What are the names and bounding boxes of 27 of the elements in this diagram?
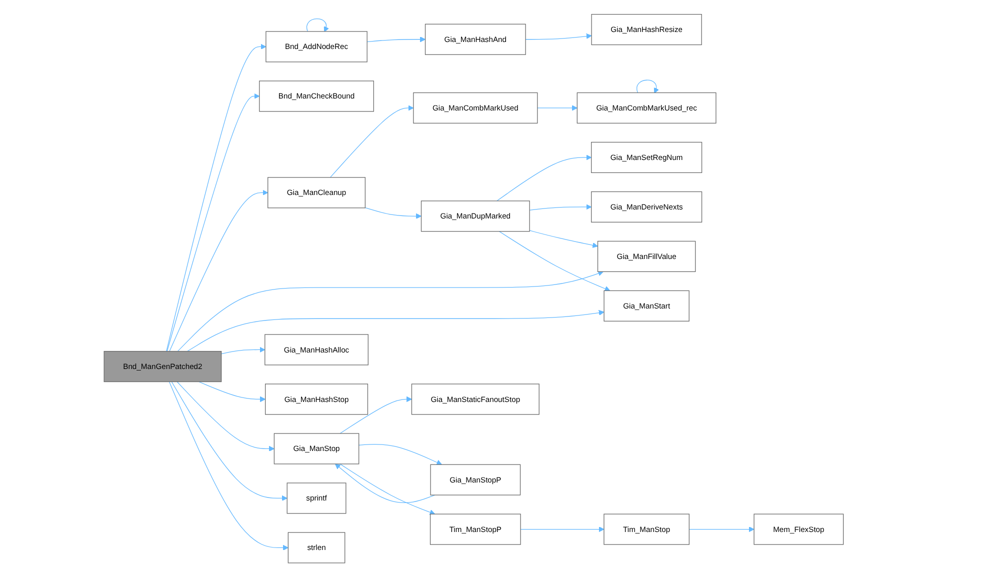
arrow	[529, 230, 598, 248]
arrow	[198, 381, 266, 402]
arrow	[187, 310, 605, 352]
arrow	[335, 464, 436, 503]
arrow	[169, 381, 289, 550]
arrow	[340, 464, 436, 515]
arrow	[367, 36, 426, 42]
arrow	[166, 44, 266, 352]
arrow	[358, 444, 442, 466]
arrow	[689, 526, 755, 532]
arrow	[525, 33, 592, 40]
arrow	[172, 381, 288, 501]
arrow	[306, 18, 329, 32]
arrow	[178, 270, 604, 352]
arrow	[340, 396, 412, 434]
arrow	[529, 204, 592, 210]
arrow	[166, 93, 260, 352]
arrow	[520, 526, 604, 532]
arrow	[496, 154, 592, 202]
arrow	[169, 190, 268, 352]
arrow	[330, 105, 414, 178]
arrow	[365, 207, 422, 219]
arrow	[537, 105, 578, 111]
arrow	[636, 80, 660, 94]
arrow	[221, 346, 266, 354]
arrow	[176, 381, 275, 452]
arrow	[499, 231, 610, 292]
